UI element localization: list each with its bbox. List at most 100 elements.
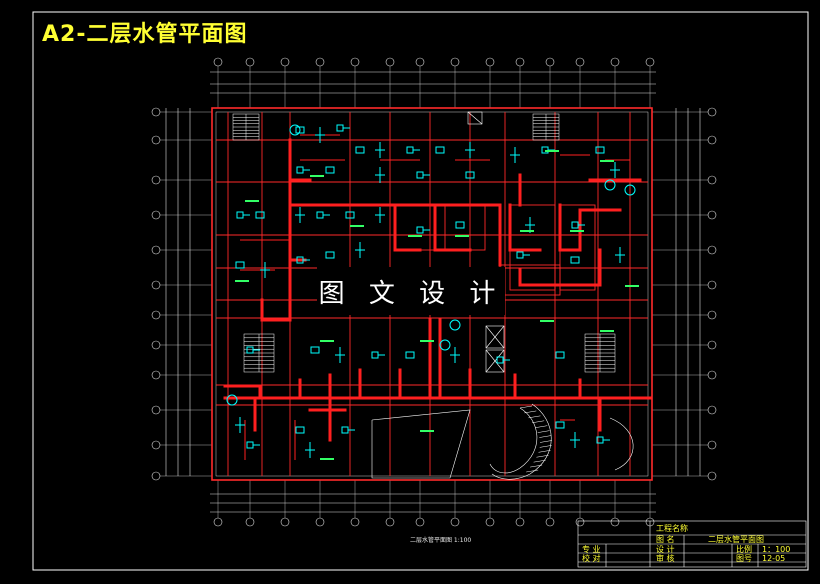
axis-bubble-bottom — [385, 517, 395, 527]
title-block-drawing-no: 12-05 — [762, 554, 786, 563]
room-label-mark — [455, 235, 469, 237]
axis-bubbles — [151, 57, 717, 527]
fixture-basin — [325, 251, 335, 259]
axis-bubble-top — [515, 57, 525, 67]
dimension-lines-top — [210, 71, 656, 94]
axis-bubble-top — [213, 57, 223, 67]
axis-bubble-top — [610, 57, 620, 67]
axis-bubble-bottom — [315, 517, 325, 527]
axis-bubble-top — [415, 57, 425, 67]
curved-stair-step — [533, 459, 546, 463]
axis-bubble-left — [151, 210, 161, 220]
axis-bubble-bottom — [280, 517, 290, 527]
axis-bubble-right — [707, 175, 717, 185]
axis-bubble-bottom — [245, 517, 255, 527]
dimension-lines-right — [675, 108, 701, 476]
title-block-drawing-name-label: 图 名 — [656, 535, 675, 544]
room-label-mark — [235, 280, 249, 282]
title-block-label-drawing-no: 图号 — [736, 554, 752, 563]
axis-bubble-left — [151, 340, 161, 350]
building-outline — [211, 107, 653, 481]
stair-top-right — [532, 113, 560, 141]
room-label-mark — [420, 340, 434, 342]
curved-stair-step — [539, 435, 552, 438]
fixture-basin — [570, 256, 580, 264]
axis-bubble-right — [707, 107, 717, 117]
axis-bubble-left — [151, 107, 161, 117]
title-block-label-check: 校 对 — [582, 554, 601, 563]
dimension-lines-left — [165, 108, 191, 476]
axis-bubble-bottom — [350, 517, 360, 527]
axis-bubble-left — [151, 280, 161, 290]
fixture-valve — [296, 166, 304, 174]
title-block-label-review: 审 核 — [656, 554, 675, 563]
drawing-title: A2-二层水管平面图 — [42, 22, 248, 47]
curved-stair-step — [528, 415, 541, 419]
curved-stair-steps — [519, 405, 553, 473]
fixture-basin — [345, 211, 355, 219]
axis-bubble-top — [315, 57, 325, 67]
axis-bubble-left — [151, 405, 161, 415]
stair-mid-right — [584, 333, 616, 373]
title-block-drawing-name: 二层水管平面图 — [708, 535, 764, 544]
fixture-basin — [235, 261, 245, 269]
room-label-mark — [408, 235, 422, 237]
axis-bubble-top — [450, 57, 460, 67]
fixture-valve — [416, 171, 424, 179]
fixture-basin — [555, 351, 565, 359]
fixture-valve — [246, 441, 254, 449]
axis-bubble-bottom — [515, 517, 525, 527]
fixture-circle — [624, 184, 636, 196]
axis-bubble-bottom — [415, 517, 425, 527]
fixture-basin — [595, 146, 605, 154]
title-block-label-scale: 比例 — [736, 545, 752, 554]
axis-bubble-left — [151, 245, 161, 255]
courtyard-outline — [371, 403, 634, 480]
curved-stair-step — [526, 469, 539, 473]
fixture-valve — [236, 211, 244, 219]
title-block — [577, 520, 807, 568]
axis-bubble-right — [707, 280, 717, 290]
room-label-mark — [320, 458, 334, 460]
curved-stair-step — [532, 420, 545, 424]
room-label-mark — [625, 285, 639, 287]
title-block-scale: 1：100 — [762, 545, 791, 554]
plan-caption: 二层水管平面图 1:100 — [410, 537, 472, 544]
curved-stair-step — [538, 450, 551, 453]
drawing-frame-outer — [32, 11, 809, 571]
axis-bubble-top — [485, 57, 495, 67]
room-label-mark — [320, 340, 334, 342]
watermark-text: 图 文 设 计 — [318, 278, 504, 309]
axis-bubble-right — [707, 245, 717, 255]
room-label-mark — [350, 225, 364, 227]
axis-bubble-left — [151, 471, 161, 481]
axis-bubble-right — [707, 405, 717, 415]
room-box — [499, 264, 561, 296]
fixture-circle — [604, 179, 616, 191]
fixture-circle — [449, 319, 461, 331]
axis-bubble-bottom — [450, 517, 460, 527]
room-label-mark — [545, 150, 559, 152]
fixture-circle — [289, 124, 301, 136]
room-label-mark — [420, 430, 434, 432]
fixture-valve — [371, 351, 379, 359]
fixture-basin — [555, 421, 565, 429]
fixture-valve — [416, 226, 424, 234]
room-label-mark — [520, 230, 534, 232]
fixture-basin — [295, 126, 305, 134]
fixture-basin — [255, 211, 265, 219]
fixture-valve — [571, 221, 579, 229]
title-block-project-name: 工程名称 — [656, 524, 688, 533]
fixture-basin — [465, 171, 475, 179]
fixture-basin — [405, 351, 415, 359]
fixture-valve — [341, 426, 349, 434]
axis-bubble-bottom — [610, 517, 620, 527]
room-label-mark — [600, 330, 614, 332]
curved-stair-step — [537, 430, 550, 433]
room-box — [444, 204, 486, 251]
fixture-valve — [516, 251, 524, 259]
axis-bubble-right — [707, 210, 717, 220]
curved-stair-step — [519, 405, 533, 409]
axis-bubble-top — [545, 57, 555, 67]
title-block-label-design: 设 计 — [656, 545, 675, 554]
